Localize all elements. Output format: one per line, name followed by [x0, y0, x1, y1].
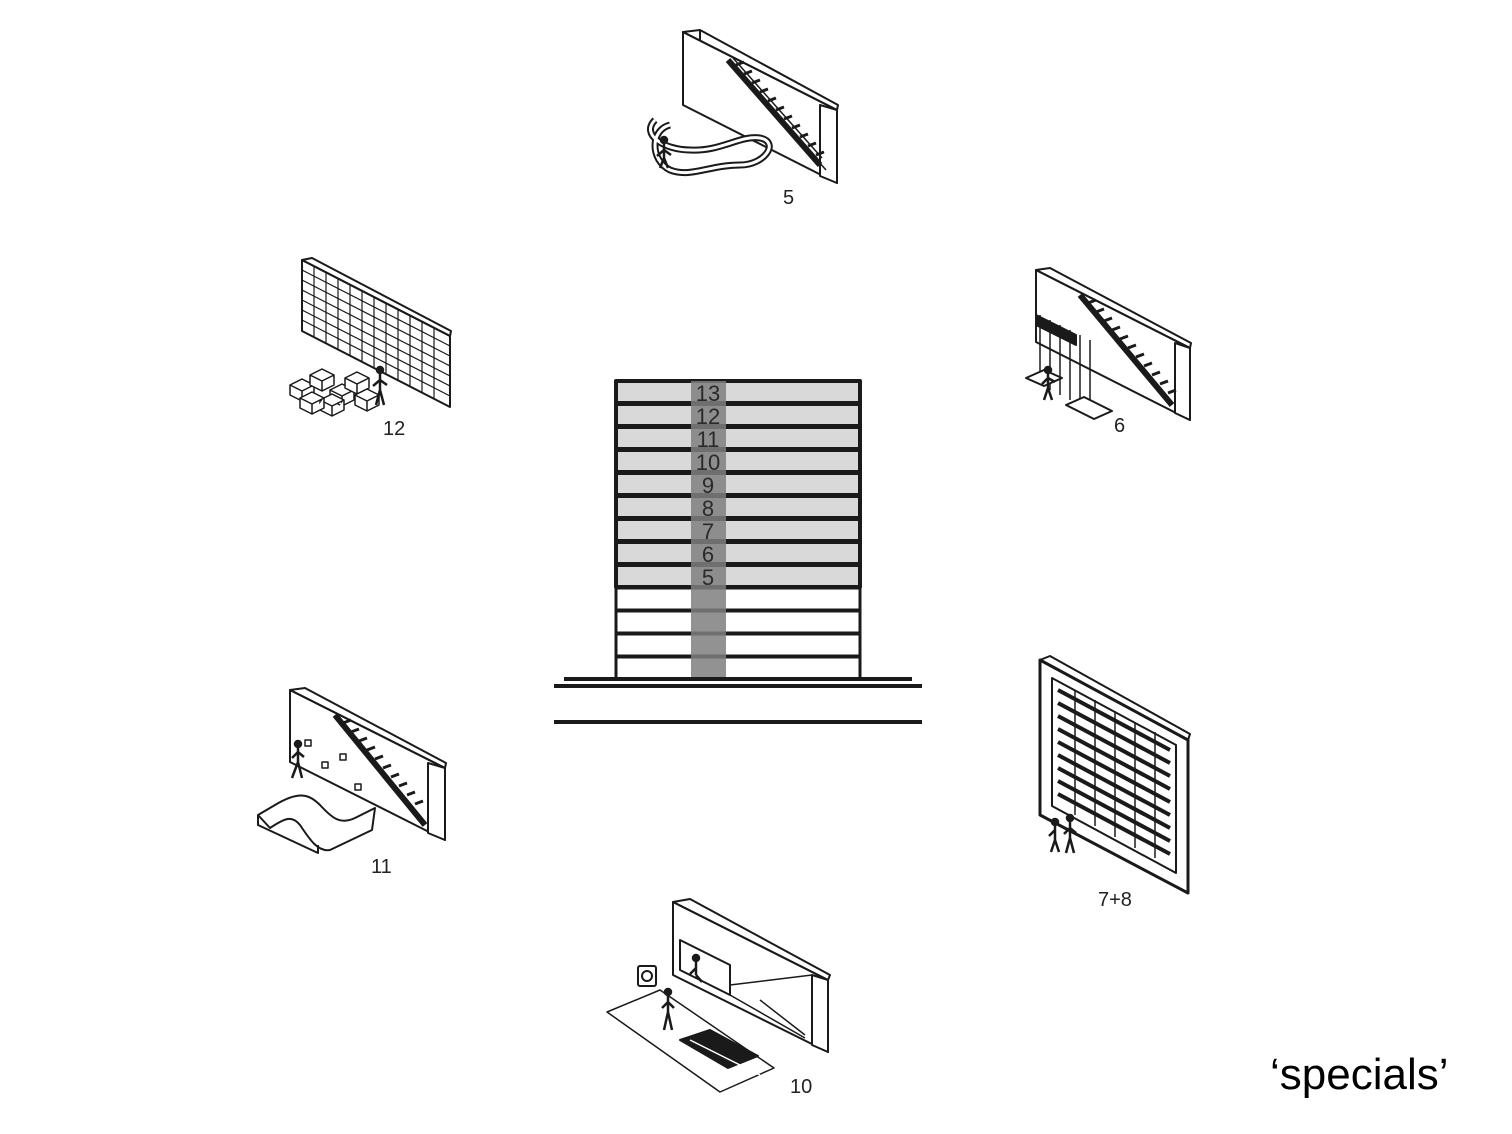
person-figure: [1048, 813, 1077, 854]
lower-floors: [614, 586, 862, 681]
special-6-illustration: [1025, 267, 1192, 421]
floor-label-9: 9: [702, 473, 714, 498]
floor-label-11: 11: [697, 427, 720, 452]
floor-label-6: 6: [702, 542, 714, 567]
special-label-7-8: 7+8: [1098, 889, 1132, 911]
special-label-11: 11: [371, 856, 392, 878]
floor-label-10: 10: [696, 450, 720, 475]
special-5-illustration: [647, 29, 839, 184]
person-figure: [661, 953, 703, 1031]
page-title: ‘specials’: [1270, 1050, 1449, 1099]
special-7-8-illustration: [1038, 655, 1191, 895]
floor-label-8: 8: [702, 496, 714, 521]
person-figure: [1041, 365, 1056, 401]
floor-label-13: 13: [696, 381, 720, 406]
building-elevation: [554, 379, 922, 724]
building-core: [691, 381, 726, 679]
floor-label-5: 5: [702, 565, 714, 590]
special-label-10: 10: [790, 1076, 813, 1098]
special-12-illustration: [289, 257, 452, 417]
special-11-illustration: [257, 687, 447, 854]
cube-blocks: [289, 368, 380, 417]
person-figure: [290, 739, 305, 779]
special-label-6: 6: [1114, 415, 1126, 437]
highlighted-floors: [614, 379, 862, 589]
special-10-illustration: [606, 898, 831, 1093]
floor-label-7: 7: [702, 519, 714, 544]
floor-labels: 13 12 11 10 9 8 7 6 5: [696, 381, 720, 590]
person-figure: [656, 135, 672, 169]
floor-label-12: 12: [696, 404, 720, 429]
person-figure: [372, 365, 388, 406]
special-label-12: 12: [383, 418, 406, 440]
special-label-5: 5: [783, 187, 795, 209]
